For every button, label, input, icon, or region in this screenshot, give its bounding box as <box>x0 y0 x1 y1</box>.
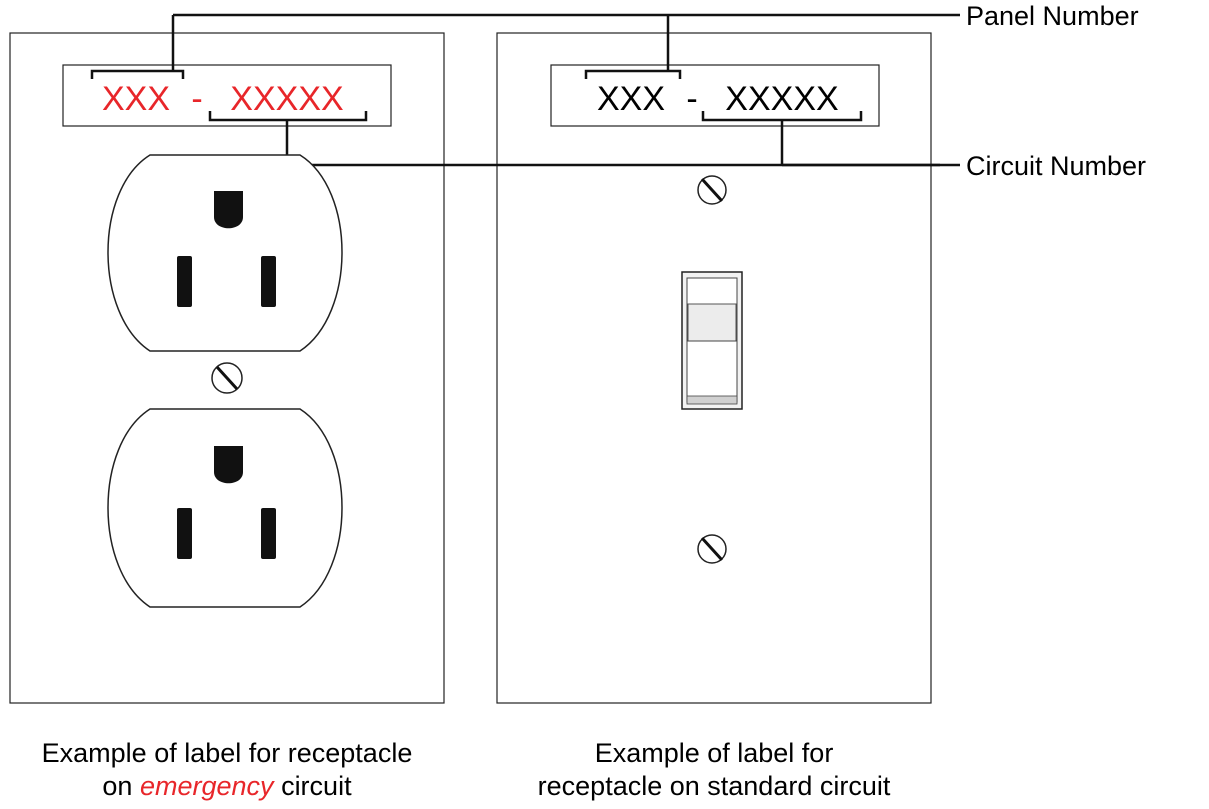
emergency-caption-circuit: circuit <box>281 771 352 801</box>
emergency-panel-number-text: XXX <box>102 80 170 118</box>
upper-outlet-face <box>107 154 343 352</box>
standard-circuit-number-text: XXXXX <box>725 80 838 118</box>
standard-circuit-bracket <box>701 111 863 165</box>
panel-number-callout: Panel Number <box>966 1 1139 31</box>
upper-outlet <box>107 154 343 352</box>
emergency-panel-bracket <box>90 15 185 79</box>
standard-label-dash: - <box>686 80 697 118</box>
lower-left-slot <box>177 508 192 559</box>
upper-right-slot <box>261 256 276 307</box>
lower-ground-slot <box>214 446 243 484</box>
emergency-label-dash: - <box>191 80 202 118</box>
emergency-caption: Example of label for receptacle on emerg… <box>0 737 454 803</box>
emergency-caption-emphasis: emergency <box>139 771 274 801</box>
emergency-caption-line1: Example of label for receptacle <box>41 738 413 768</box>
lower-outlet <box>107 408 343 608</box>
emergency-caption-on: on <box>102 771 133 801</box>
switch-top-screw-icon <box>697 175 727 205</box>
standard-caption-line2: receptacle on standard circuit <box>537 771 891 801</box>
standard-panel-number-text: XXX <box>597 80 665 118</box>
upper-ground-slot <box>214 191 243 229</box>
upper-left-slot <box>177 256 192 307</box>
lower-outlet-face <box>107 408 343 608</box>
toggle-switch <box>681 271 743 410</box>
emergency-circuit-number-text: XXXXX <box>230 80 343 118</box>
standard-caption: Example of label for receptacle on stand… <box>474 737 954 803</box>
receptacle-screw-icon <box>211 362 243 394</box>
toggle-lever <box>687 303 737 342</box>
switch-bottom-screw-icon <box>697 534 727 564</box>
emergency-caption-line2: on emergency circuit <box>0 770 454 803</box>
circuit-number-callout: Circuit Number <box>966 151 1146 181</box>
standard-label-box <box>550 64 880 127</box>
emergency-label-box <box>62 64 392 127</box>
standard-panel-bracket <box>584 15 682 79</box>
lower-right-slot <box>261 508 276 559</box>
standard-caption-line1: Example of label for <box>594 738 834 768</box>
